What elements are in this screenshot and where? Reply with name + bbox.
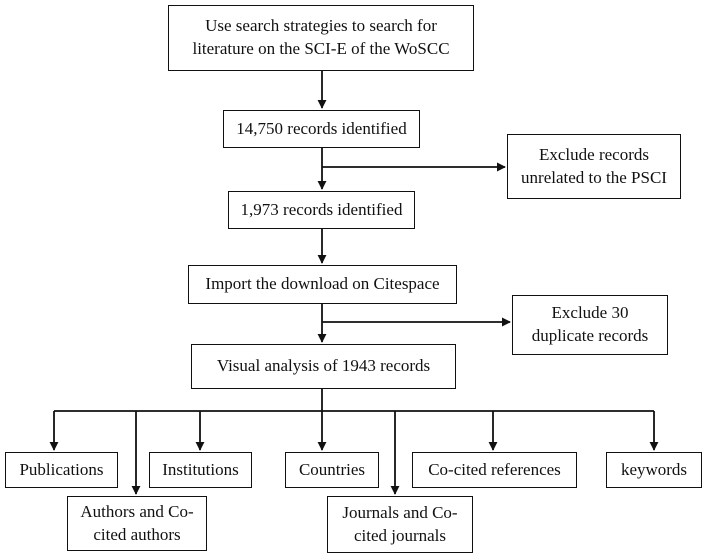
records-identified-1973-box: 1,973 records identified xyxy=(228,191,415,229)
exclude-duplicates-line2: duplicate records xyxy=(531,326,649,345)
search-strategy-line1: Use search strategies to search for xyxy=(205,16,437,36)
import-citespace-text: Import the download on Citespace xyxy=(205,274,440,294)
import-citespace-box: Import the download on Citespace xyxy=(188,265,457,304)
publications-text: Publications xyxy=(19,459,104,479)
authors-cocited-line1: Authors and Co- xyxy=(80,501,194,521)
records-identified-1973-text: 1,973 records identified xyxy=(240,199,403,219)
journals-cocited-line2: cited journals xyxy=(353,525,447,545)
keywords-box: keywords xyxy=(606,452,702,488)
countries-box: Countries xyxy=(285,452,379,488)
institutions-box: Institutions xyxy=(149,452,252,488)
journals-cocited-line1: Journals and Co- xyxy=(342,502,458,522)
authors-cocited-line2: cited authors xyxy=(93,524,181,544)
exclude-unrelated-box: Exclude records unrelated to the PSCI xyxy=(507,134,681,199)
institutions-text: Institutions xyxy=(162,459,239,479)
visual-analysis-text: Visual analysis of 1943 records xyxy=(216,356,431,376)
exclude-unrelated-line1: Exclude records xyxy=(539,144,649,164)
exclude-unrelated-line2: unrelated to the PSCI xyxy=(521,167,667,187)
search-strategy-box: Use search strategies to search for lite… xyxy=(168,5,474,71)
exclude-duplicates-line1: Exclude 30 xyxy=(551,303,629,323)
records-identified-14750-box: 14,750 records identified xyxy=(223,110,420,148)
authors-cocited-box: Authors and Co- cited authors xyxy=(67,496,207,551)
publications-box: Publications xyxy=(5,452,118,488)
search-strategy-line2: literature on the SCI-E of the WoSCC xyxy=(192,39,450,58)
countries-text: Countries xyxy=(298,459,366,479)
keywords-text: keywords xyxy=(620,459,688,479)
cocited-references-box: Co-cited references xyxy=(412,452,577,488)
journals-cocited-box: Journals and Co- cited journals xyxy=(327,496,473,553)
records-identified-14750-text: 14,750 records identified xyxy=(236,118,407,138)
exclude-duplicates-box: Exclude 30 duplicate records xyxy=(512,295,668,355)
visual-analysis-box: Visual analysis of 1943 records xyxy=(191,344,456,389)
cocited-references-text: Co-cited references xyxy=(428,459,561,479)
